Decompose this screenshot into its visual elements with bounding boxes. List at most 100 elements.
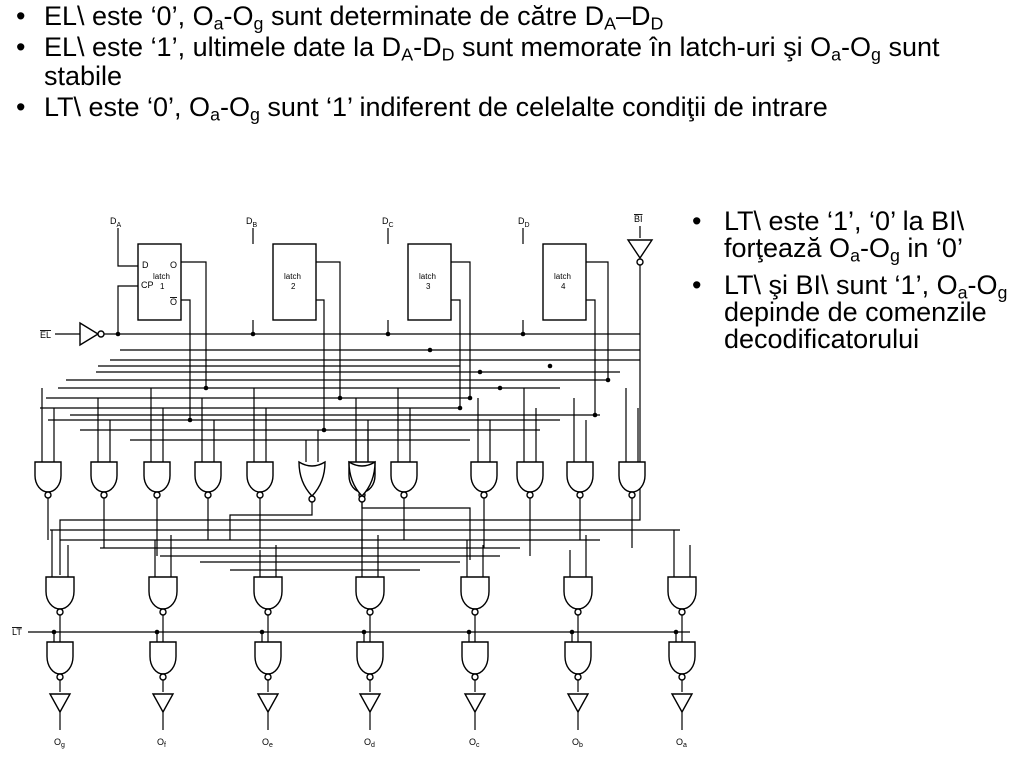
bullet-lt-zero: LT\ este ‘0’, Oa-Og sunt ‘1’ indiferent …	[12, 93, 1017, 124]
latch1-num: 1	[160, 282, 165, 291]
output-label: Og	[54, 737, 65, 749]
nand-gate	[355, 576, 385, 610]
wire	[316, 299, 325, 430]
inversion-bubble	[256, 491, 264, 499]
bullet-el-zero: EL\ este ‘0’, Oa-Og sunt determinate de …	[12, 2, 1017, 33]
bullet-lt-one-bi-zero: LT\ este ‘1’, ‘0’ la BI\ forţează Oa-Og …	[680, 208, 1020, 265]
inversion-bubble	[56, 673, 64, 681]
junction-dots	[51, 331, 679, 635]
nand-gate	[470, 461, 498, 493]
bullet-list-side: LT\ este ‘1’, ‘0’ la BI\ forţează Oa-Og …	[680, 208, 1020, 363]
bullet-list-top: EL\ este ‘0’, Oa-Og sunt determinate de …	[12, 2, 1017, 124]
junction-dot	[497, 385, 503, 391]
junction-dot	[321, 427, 327, 433]
latch4-name: latch	[554, 272, 571, 281]
junction-dot	[547, 363, 553, 369]
latch2-num: 2	[291, 282, 296, 291]
inversion-bubble	[204, 491, 212, 499]
junction-dot	[477, 369, 483, 375]
junction-dot	[203, 385, 209, 391]
bullet-el-one: EL\ este ‘1’, ultimele date la DA-DD sun…	[12, 33, 1017, 91]
wire	[59, 265, 641, 575]
nand-gate	[143, 461, 171, 493]
latch1-d-label: D	[142, 260, 149, 270]
buffer	[151, 693, 175, 714]
inversion-bubble	[678, 673, 686, 681]
buffer	[566, 693, 590, 714]
input-da-label: DA	[110, 216, 122, 229]
junction-dot	[361, 629, 367, 635]
latch4-num: 4	[561, 282, 566, 291]
inversion-bubble	[366, 608, 374, 616]
output-label: Oc	[469, 737, 480, 749]
nand-gate	[563, 576, 593, 610]
junction-dot	[259, 629, 265, 635]
inversion-bubble	[264, 608, 272, 616]
nand-gate	[618, 461, 646, 493]
inversion-bubble	[636, 258, 644, 266]
latch1-name: latch	[153, 272, 170, 281]
latch1-q-label: O	[170, 260, 177, 270]
latch1-cp-label: CP	[141, 280, 154, 290]
output-label: Of	[157, 737, 166, 749]
inversion-bubble	[153, 491, 161, 499]
junction-dot	[385, 331, 391, 337]
wire	[316, 261, 341, 398]
wire	[181, 261, 207, 388]
latch3-name: latch	[419, 272, 436, 281]
nand-gate	[253, 576, 283, 610]
junction-dot	[427, 347, 433, 353]
junction-dot	[605, 377, 611, 383]
latch3-num: 3	[426, 282, 431, 291]
bi-buffer	[626, 239, 654, 260]
junction-dot	[457, 405, 463, 411]
inversion-bubble	[628, 491, 636, 499]
input-el-label: EL	[40, 330, 51, 340]
nand-gate	[246, 461, 274, 493]
inversion-bubble	[100, 491, 108, 499]
inversion-bubble	[44, 491, 52, 499]
inversion-bubble	[574, 608, 582, 616]
output-label: Oa	[676, 737, 687, 749]
nand-gate	[461, 641, 489, 675]
nand-gate	[254, 641, 282, 675]
nand-gate	[149, 641, 177, 675]
inversion-bubble	[678, 608, 686, 616]
inversion-bubble	[471, 608, 479, 616]
inversion-bubble	[308, 495, 316, 503]
wire	[586, 261, 609, 380]
input-dd-label: DD	[518, 216, 530, 229]
junction-dot	[673, 629, 679, 635]
latch2-name: latch	[284, 272, 301, 281]
junction-dot	[569, 629, 575, 635]
junction-dot	[154, 629, 160, 635]
gates	[34, 239, 697, 714]
inversion-bubble	[526, 491, 534, 499]
buffer	[256, 693, 280, 714]
inversion-bubble	[159, 608, 167, 616]
junction-dot	[520, 331, 526, 337]
inversion-bubble	[358, 495, 366, 503]
nand-gate	[34, 461, 62, 493]
nand-gate	[390, 461, 418, 493]
junction-dot	[467, 395, 473, 401]
nand-gate	[356, 641, 384, 675]
junction-dot	[250, 331, 256, 337]
nand-gate	[45, 576, 75, 610]
nand-gate	[46, 641, 74, 675]
inversion-bubble	[471, 673, 479, 681]
wire	[451, 299, 461, 408]
wire	[117, 285, 138, 334]
buffer	[358, 693, 382, 714]
junction-dot	[337, 395, 343, 401]
nand-gate	[460, 576, 490, 610]
nand-gate	[194, 461, 222, 493]
input-dc-label: DC	[382, 216, 394, 229]
inversion-bubble	[159, 673, 167, 681]
nor-gate	[298, 460, 326, 498]
el-buffer	[79, 321, 100, 347]
inversion-bubble	[576, 491, 584, 499]
latch1-qn-label: O	[170, 297, 177, 307]
